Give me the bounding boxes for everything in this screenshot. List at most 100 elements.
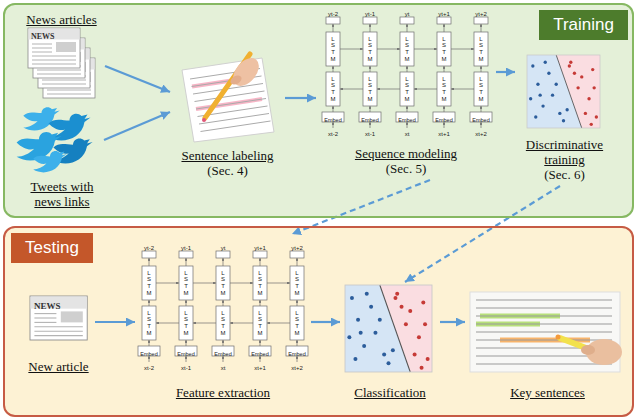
sequence-label: Embed [288,351,305,357]
tweet-birds [17,107,93,172]
cell-label: LSTM [330,36,336,62]
label-holder: LSTM [466,72,496,106]
sequence-label: yt-2 [328,11,338,17]
illustration-part [476,363,612,364]
cell-label: LSTM [367,76,373,102]
process-step: Discriminative training(Sec. 6) [515,52,614,186]
cell-label: LSTM [146,270,152,296]
label-holder: yt+1 [429,7,459,18]
step-caption: Tweets with news links [20,179,104,209]
sequence-label: yt+1 [438,11,450,17]
cell-label: LSTM [257,270,263,296]
sequence-label: yt+1 [254,245,266,251]
label-holder: xt+2 [282,361,312,372]
label-holder: Embed [318,112,348,125]
sequence-label: Embed [398,117,415,123]
stage-tab: Training [539,10,628,40]
sequence-label: xt+2 [291,365,303,371]
sequence-label: Embed [472,117,489,123]
scatter-plot [345,285,432,372]
flow-arrow [95,321,135,323]
flow-arrow [105,66,170,92]
process-step: News articles [18,10,105,105]
cell-label: LSTM [294,310,300,336]
label-holder: LSTM [429,32,459,66]
process-step: Key sentences [465,288,630,404]
label-holder: LSTM [208,266,238,300]
illustration-part [33,151,67,172]
label-holder: yt+2 [466,7,496,18]
label-holder: LSTM [208,306,238,340]
section-ref: (Sec. 6) [544,167,584,182]
label-holder: xt-1 [171,361,201,372]
step-caption: Classification [354,385,426,400]
lstm-network [138,251,308,362]
step-caption: Key sentences [510,385,585,400]
sequence-label: xt+2 [475,131,487,137]
newspaper-icon [30,296,87,340]
label-holder: Embed [208,346,238,359]
illustration-part [476,323,612,324]
flow-arrow [496,71,515,73]
stage-panel: TestingNew articleFeature extractionClas… [3,226,634,417]
label-holder: xt+1 [429,127,459,138]
cell-label: LSTM [478,36,484,62]
process-step: Tweets with news links [20,100,104,213]
label-holder: yt-1 [171,241,201,252]
label-holder: Embed [429,112,459,125]
training-ground [3,3,634,218]
label-holder: LSTM [134,266,164,300]
step-caption: New article [28,359,88,374]
cell-label: LSTM [404,36,410,62]
label-holder: LSTM [171,266,201,300]
newspaper-title: NEWS [34,301,61,311]
sequence-label: xt-1 [365,131,375,137]
sequence-label: Embed [251,351,268,357]
sequence-label: xt+1 [254,365,266,371]
step-caption: Feature extraction [176,385,270,400]
newspaper-title: NEWS [31,32,55,41]
illustration-part [476,307,612,308]
label-holder: yt [392,7,422,18]
label-holder: LSTM [245,266,275,300]
label-holder: LSTM [392,32,422,66]
sequence-label: yt [221,245,226,251]
label-holder: yt+2 [282,241,312,252]
sequence-label: yt+2 [475,11,487,17]
sequence-label: Embed [435,117,452,123]
label-holder: Embed [355,112,385,125]
cell-label: LSTM [441,76,447,102]
sequence-label: yt-1 [181,245,191,251]
label-holder: Embed [134,346,164,359]
label-holder: LSTM [171,306,201,340]
label-holder: LSTM [429,72,459,106]
sequence-label: xt [221,365,226,371]
label-holder: NEWS [34,298,68,312]
section-ref: (Sec. 4) [207,163,247,178]
cell-label: LSTM [220,310,226,336]
label-holder: Embed [245,346,275,359]
illustration-part [476,299,612,300]
illustration-part [182,58,274,142]
label-holder: Embed [466,112,496,125]
testing-ground [3,226,634,417]
illustration-part [28,28,80,68]
illustration-part [202,118,206,122]
illustration-part [476,339,612,340]
sequence-label: Embed [214,351,231,357]
sequence-label: xt-1 [181,365,191,371]
cell-label: LSTM [404,76,410,102]
illustration-part [201,121,271,132]
sequence-label: yt-2 [144,245,154,251]
label-holder: Embed [282,346,312,359]
flow-arrow [440,321,465,323]
scatter-plot [527,55,600,128]
newspaper-stack [28,28,95,98]
step-caption: News articles [26,12,96,27]
label-holder: LSTM [318,32,348,66]
label-holder: xt-2 [318,127,348,138]
label-holder: xt+1 [245,361,275,372]
